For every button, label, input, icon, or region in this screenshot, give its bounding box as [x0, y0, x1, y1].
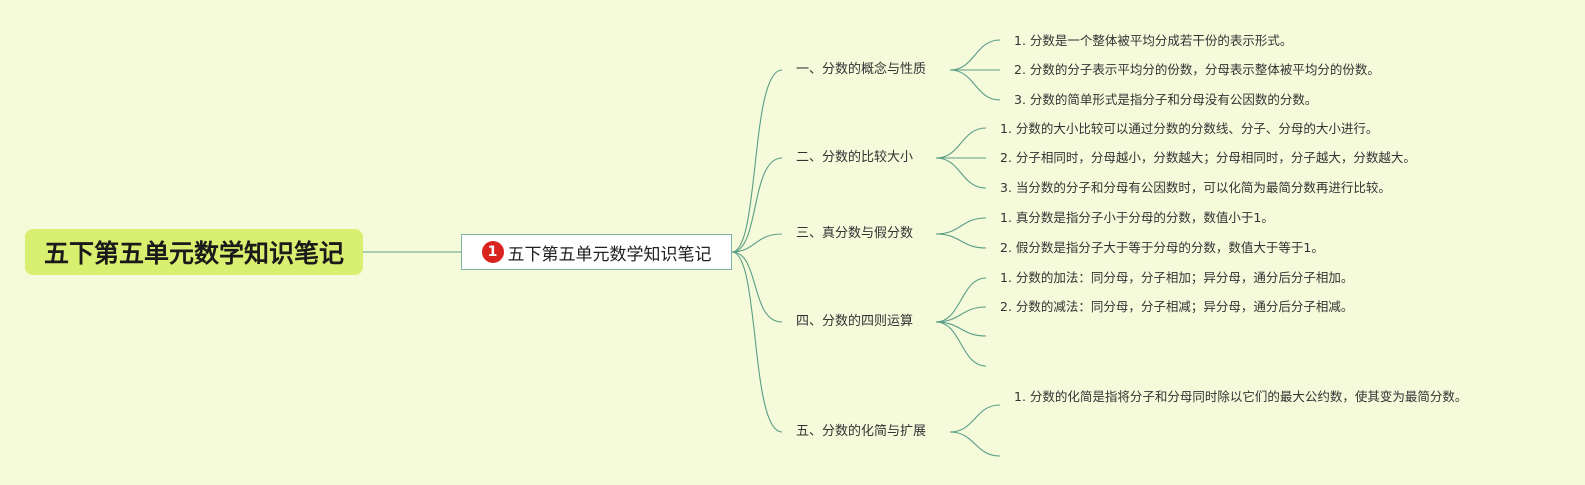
priority-marker-icon: 1	[481, 241, 504, 263]
leaf-connector-2-3	[935, 157, 987, 189]
branch-topic[interactable]: 三、真分数与假分数	[796, 226, 914, 241]
leaf-topic[interactable]: 1. 分数是一个整体被平均分成若干份的表示形式。	[1014, 33, 1293, 48]
root-topic-title: 五下第五单元数学知识笔记	[43, 239, 344, 268]
leaf-topic[interactable]: 1. 分数的大小比较可以通过分数的分数线、分子、分母的大小进行。	[1000, 121, 1379, 136]
leaf-connector-4-1	[935, 277, 987, 323]
leaf-topic[interactable]: 2. 分数的分子表示平均分的份数，分母表示整体被平均分的份数。	[1014, 62, 1380, 77]
leaf-topic[interactable]: 3. 分数的简单形式是指分子和分母没有公因数的分数。	[1014, 92, 1318, 107]
central-topic[interactable]: 1 五下第五单元数学知识笔记	[461, 234, 732, 270]
branch-connector-4	[731, 251, 783, 323]
leaf-topic[interactable]: 1. 分数的加法：同分母，分子相加；异分母，通分后分子相加。	[1000, 270, 1354, 285]
central-topic-title: 五下第五单元数学知识笔记	[507, 244, 712, 265]
leaf-topic[interactable]: 3. 当分数的分子和分母有公因数时，可以化简为最简分数再进行比较。	[1000, 180, 1391, 195]
branch-topic[interactable]: 一、分数的概念与性质	[796, 62, 927, 77]
leaf-connector-5-1	[949, 404, 1001, 433]
leaf-topic[interactable]: 2. 分子相同时，分母越小，分数越大；分母相同时，分子越大，分数越大。	[1000, 150, 1416, 165]
branch-connector-1	[731, 69, 783, 253]
leaf-connector-1-1	[949, 39, 1001, 71]
branch-connector-2	[731, 157, 783, 253]
leaf-topic[interactable]: 2. 分数的减法：同分母，分子相减；异分母，通分后分子相减。	[1000, 299, 1354, 314]
leaf-connector-3-2	[935, 233, 987, 249]
branch-connector-3	[731, 233, 783, 253]
leaf-connector-3-1	[935, 217, 987, 235]
leaf-connector-1-3	[949, 69, 1001, 101]
leaf-connector-4-4	[935, 321, 987, 367]
root-topic[interactable]: 五下第五单元数学知识笔记	[25, 229, 363, 275]
branch-topic[interactable]: 四、分数的四则运算	[796, 314, 914, 329]
leaf-topic[interactable]: 2. 假分数是指分子大于等于分母的分数，数值大于等于1。	[1000, 240, 1324, 255]
leaf-connector-5-2	[949, 431, 1001, 457]
branch-topic[interactable]: 二、分数的比较大小	[796, 150, 914, 165]
leaf-connector-2-1	[935, 127, 987, 159]
branch-connector-5	[731, 251, 783, 433]
leaf-connector-4-2	[935, 306, 987, 323]
leaf-topic[interactable]: 1. 真分数是指分子小于分母的分数，数值小于1。	[1000, 210, 1274, 225]
branch-topic[interactable]: 五、分数的化简与扩展	[796, 424, 927, 439]
leaf-topic[interactable]: 1. 分数的化简是指将分子和分母同时除以它们的最大公约数，使其变为最简分数。	[1014, 389, 1468, 404]
